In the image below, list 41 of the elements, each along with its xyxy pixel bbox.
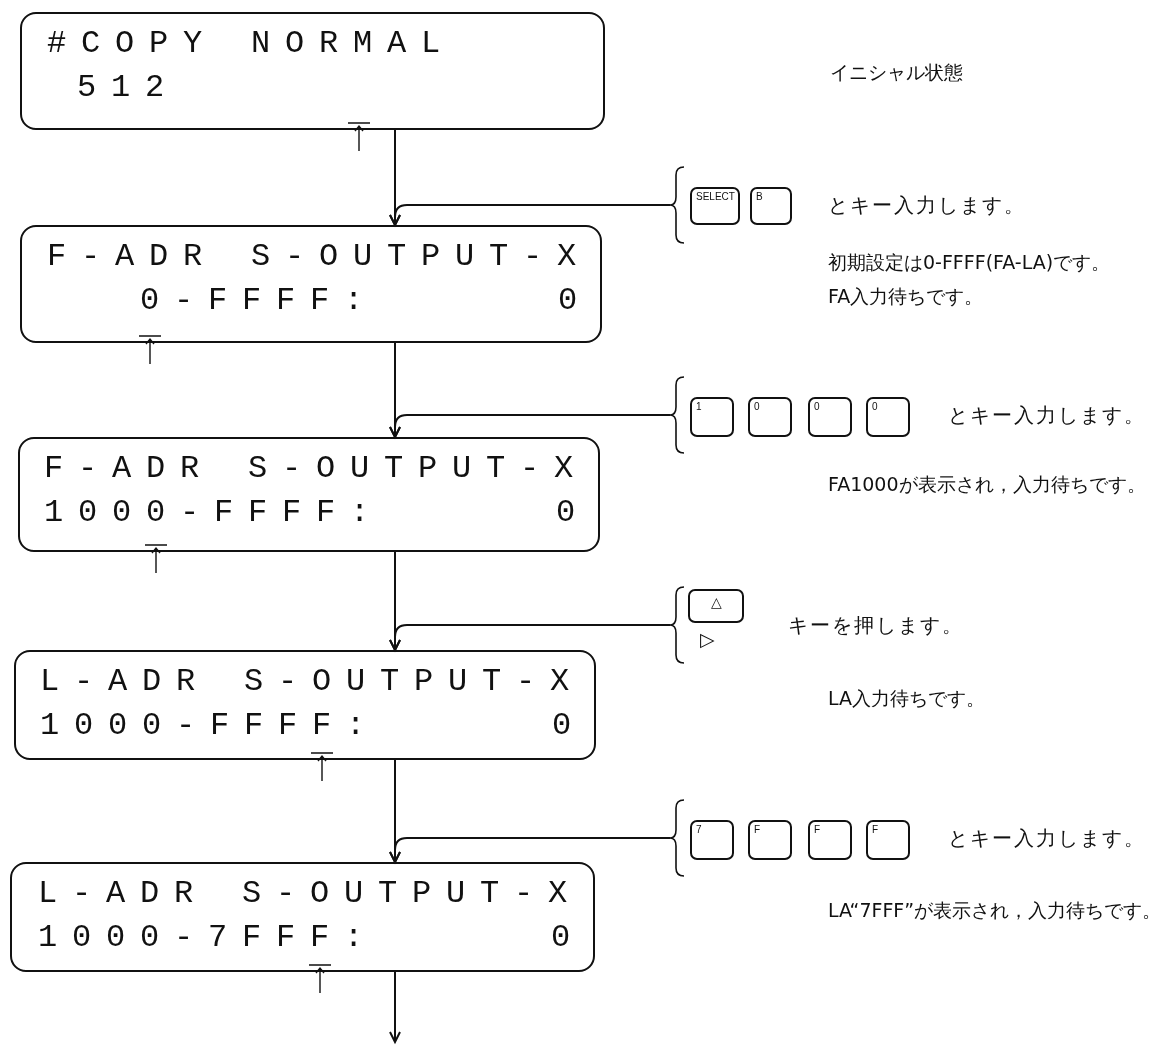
instruction-text: とキー入力します。 [828,192,1026,218]
display-text: L-ADR S-OUTPUT-X [38,876,583,912]
display-text: 1000-7FFF: [38,920,379,956]
display-text: 0 [558,283,592,319]
display-text: 0 [552,708,586,744]
display-text: 1000-FFFF: [44,495,385,531]
arrow [389,837,671,863]
instruction-text: とキー入力します。 [948,402,1146,428]
key-cap: B [750,187,792,225]
key-cap: F [748,820,792,860]
instruction-text: キーを押します。 [788,612,964,638]
key-cap: 0 [866,397,910,437]
key-cap: 1 [690,397,734,437]
key-cap: F [808,820,852,860]
display-text: L-ADR S-OUTPUT-X [40,664,585,700]
note-text: FA1000が表示され，入力待ちです。 [828,472,1146,496]
display-text: #COPY NORMAL [47,26,456,62]
key-cap: 7 [690,820,734,860]
display-text: 0 [551,920,585,956]
key-cap: F [866,820,910,860]
key-symbol: ▷ [700,627,715,651]
display-text: 0 [556,495,590,531]
note-text: 初期設定は0-FFFF(FA-LA)です。 [828,250,1111,274]
display-text: F-ADR S-OUTPUT-X [44,451,589,487]
instruction-text: とキー入力します。 [948,825,1146,851]
arrow [389,204,671,226]
display-text: F-ADR S-OUTPUT-X [47,239,592,275]
display-text: 512 [77,70,179,106]
key-cap: △ [688,589,744,623]
display-text: 1000-FFFF: [40,708,381,744]
note-text: イニシャル状態 [830,60,963,84]
display-text: 0-FFFF: [140,283,379,319]
key-cap: 0 [808,397,852,437]
arrow [389,971,401,1043]
arrow [389,624,671,651]
key-cap: 0 [748,397,792,437]
note-text: FA入力待ちです。 [828,284,984,308]
key-cap: SELECT [690,187,740,225]
note-text: LA入力待ちです。 [828,686,986,710]
arrow [389,414,671,438]
note-text: LA“7FFF”が表示され，入力待ちです。 [828,898,1162,922]
